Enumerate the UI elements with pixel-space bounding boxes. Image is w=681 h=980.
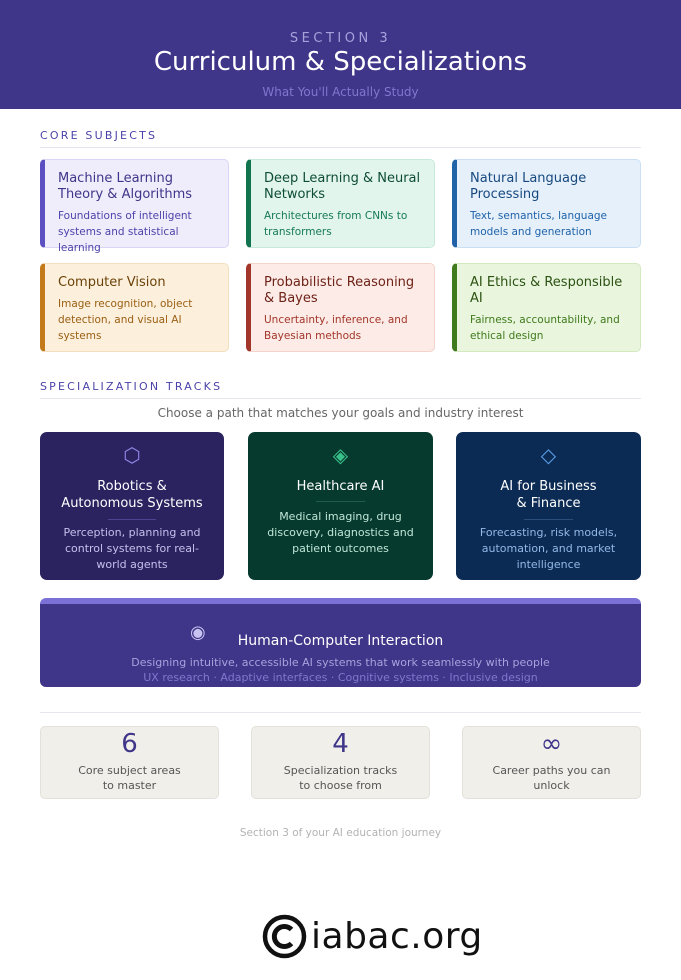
stat-number: 6 [121,729,138,759]
stat-label: Core subject areas to master [41,763,218,793]
track-description: Medical imaging, drug discovery, diagnos… [267,510,414,555]
subject-description: Text, semantics, language models and gen… [470,210,607,238]
divider [40,398,641,399]
section-header: SECTION 3 Curriculum & Specializations W… [0,0,681,109]
subject-card: Machine Learning Theory & Algorithms Fou… [40,159,229,254]
diamond-filled-icon: ◈ [332,443,349,467]
subject-description: Fairness, accountability, and ethical de… [470,314,620,342]
track-card-healthcare: ◈ Healthcare AI Medical imaging, drug di… [248,432,433,580]
subject-description: Uncertainty, inference, and Bayesian met… [264,314,408,342]
track-title: AI for Business & Finance [464,478,633,512]
subject-description: Image recognition, object detection, and… [58,298,193,342]
track-divider [316,501,365,502]
subject-title: Machine Learning Theory & Algorithms [58,171,193,202]
hci-track-banner: ◉ Human-Computer Interaction Designing i… [40,598,641,687]
subject-description: Architectures from CNNs to transformers [264,210,408,238]
track-title: Robotics & Autonomous Systems [48,478,216,512]
hci-description: Designing intuitive, accessible AI syste… [131,656,550,669]
stat-card-core-subjects: 6 Core subject areas to master [40,726,219,799]
track-title-line: & Finance [516,496,581,511]
stat-number: ∞ [540,729,563,759]
track-title: Healthcare AI [256,478,425,495]
tracks-intro: Choose a path that matches your goals an… [157,406,524,420]
subject-card: Natural Language Processing Text, semant… [452,159,641,248]
page-title: Curriculum & Specializations [153,47,528,77]
subject-card: Deep Learning & Neural Networks Architec… [246,159,435,248]
subject-title: Deep Learning & Neural Networks [264,171,421,202]
hci-title: Human-Computer Interaction [237,633,444,649]
brand-watermark: iabac.org [262,912,483,960]
track-description: Perception, planning and control systems… [63,526,201,571]
subject-title: Probabilistic Reasoning & Bayes [264,275,415,306]
specialization-tracks-label: SPECIALIZATION TRACKS [40,380,223,393]
subject-card: Probabilistic Reasoning & Bayes Uncertai… [246,263,435,352]
stat-number: 4 [332,729,349,759]
hci-tags: UX research · Adaptive interfaces · Cogn… [143,671,538,684]
stat-label-line: to choose from [299,779,382,792]
divider [40,712,641,713]
track-card-robotics: ⬡ Robotics & Autonomous Systems Percepti… [40,432,224,580]
footer-note: Section 3 of your AI education journey [239,827,442,839]
stat-label-line: unlock [533,779,570,792]
subject-title: Natural Language Processing [470,171,587,202]
section-eyebrow: SECTION 3 [289,31,392,46]
track-card-business-finance: ◇ AI for Business & Finance Forecasting,… [456,432,641,580]
stat-label: Career paths you can unlock [463,763,640,793]
subject-title: Computer Vision [58,275,166,290]
subject-description: Foundations of intelligent systems and s… [58,210,192,254]
stat-label-line: Specialization tracks [283,764,398,777]
subject-title: AI Ethics & Responsible AI [470,275,623,306]
track-title-line: Autonomous Systems [61,496,203,511]
subject-card: Computer Vision Image recognition, objec… [40,263,229,352]
stat-card-tracks: 4 Specialization tracks to choose from [251,726,430,799]
core-subjects-label: CORE SUBJECTS [40,129,158,142]
subject-card: AI Ethics & Responsible AI Fairness, acc… [452,263,641,352]
hexagon-icon: ⬡ [123,443,141,467]
copyright-c-logo [262,914,307,958]
stat-label-line: Core subject areas [78,764,181,777]
stat-label-line: Career paths you can [492,764,611,777]
divider [40,147,641,148]
stat-card-career-paths: ∞ Career paths you can unlock [462,726,641,799]
track-divider [524,519,573,520]
stat-label: Specialization tracks to choose from [252,763,429,793]
target-icon: ◉ [190,622,206,643]
track-title-line: AI for Business [500,479,597,494]
track-title-line: Healthcare AI [296,479,385,494]
stat-label-line: to master [102,779,157,792]
diamond-outline-icon: ◇ [540,443,557,467]
track-title-line: Robotics & [97,479,167,494]
track-divider [108,519,156,520]
brand-text: iabac.org [311,915,483,957]
track-description: Forecasting, risk models, automation, an… [479,526,618,571]
page-subtitle: What You'll Actually Study [262,85,419,99]
